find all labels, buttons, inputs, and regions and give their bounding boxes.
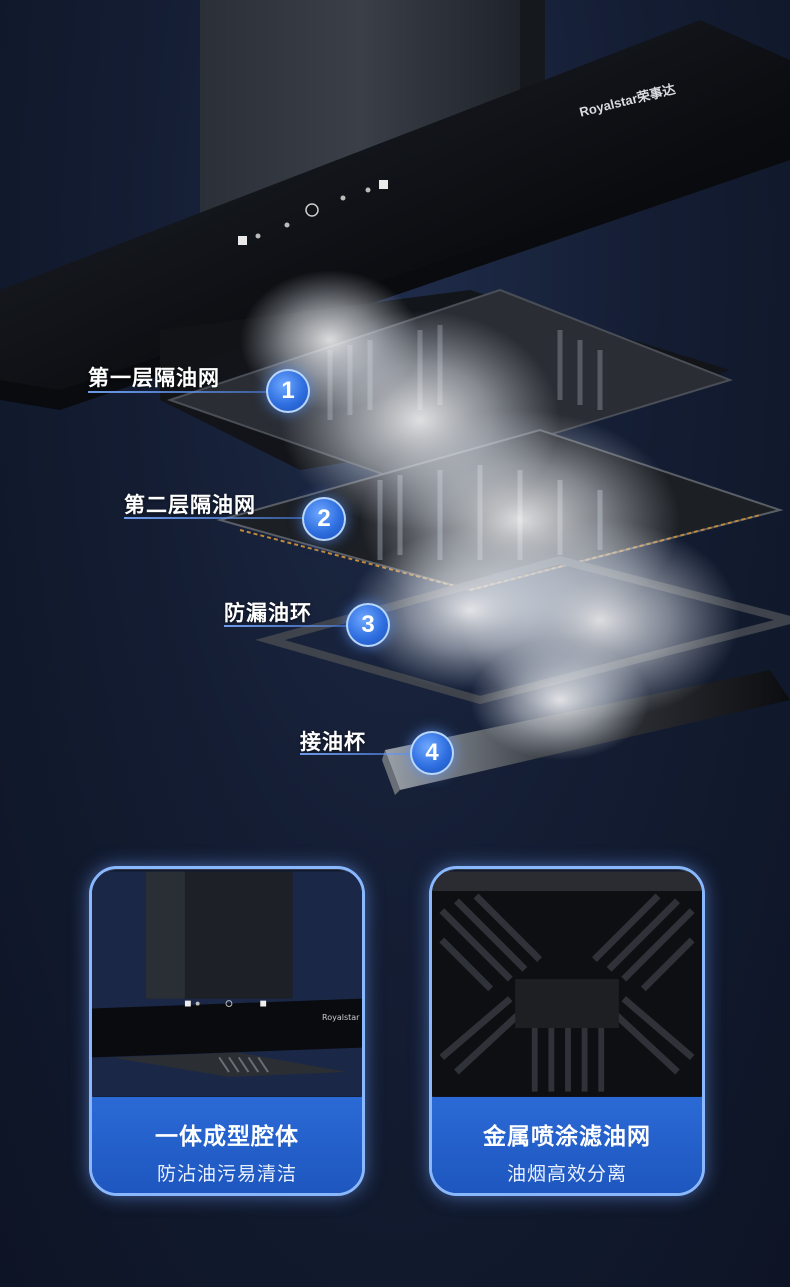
card-footer: 一体成型腔体 防沾油污易清洁 <box>92 1097 362 1193</box>
card-subtitle: 防沾油污易清洁 <box>156 1163 297 1185</box>
callout-label-oil-cup: 接油杯 <box>300 730 366 754</box>
callout-label-first-filter: 第一层隔油网 <box>88 366 220 390</box>
range-hood-exploded-view <box>0 0 790 795</box>
callout-line <box>224 625 348 627</box>
callout-line <box>124 517 304 519</box>
card-footer: 金属喷涂滤油网 油烟高效分离 <box>432 1097 702 1193</box>
badge-2: 2 <box>302 497 346 541</box>
callout-line <box>300 753 410 755</box>
card-mini-logo: Royalstar <box>322 1013 360 1022</box>
feature-card-cavity: Royalstar 一体成型腔体 防沾油污易清洁 <box>89 866 365 1196</box>
callout-label-second-filter: 第二层隔油网 <box>124 493 256 517</box>
feature-card-filter: 金属喷涂滤油网 油烟高效分离 <box>429 866 705 1196</box>
callout-label-oil-ring: 防漏油环 <box>224 601 312 625</box>
badge-1: 1 <box>266 369 310 413</box>
hood-body-image <box>92 871 362 1097</box>
badge-3: 3 <box>346 603 390 647</box>
card-subtitle: 油烟高效分离 <box>506 1163 627 1185</box>
callout-line <box>88 391 268 393</box>
metal-filter-image <box>432 871 702 1097</box>
card-title: 一体成型腔体 <box>155 1124 299 1150</box>
card-title: 金属喷涂滤油网 <box>483 1124 651 1150</box>
badge-4: 4 <box>410 731 454 775</box>
